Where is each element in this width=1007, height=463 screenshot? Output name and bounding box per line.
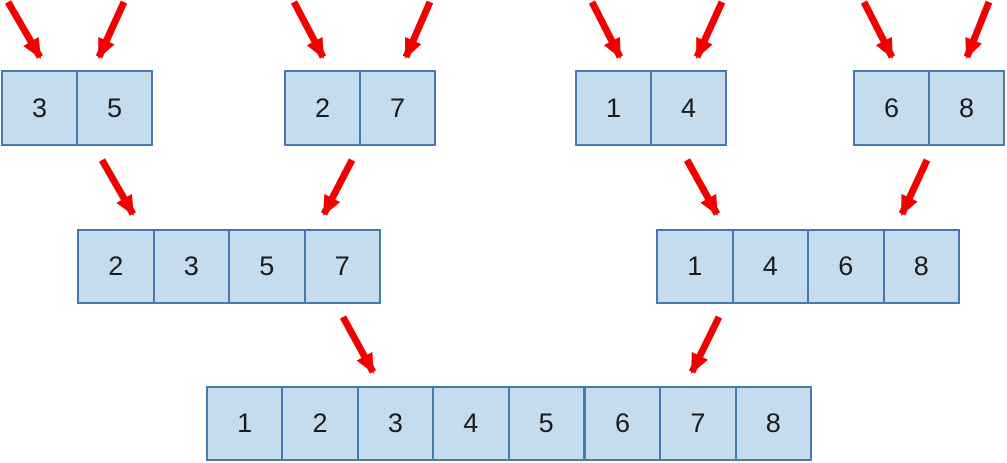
array-cell: 4 bbox=[432, 386, 510, 461]
array-cell: 5 bbox=[507, 386, 585, 461]
array-cell: 6 bbox=[853, 70, 930, 146]
input-arrow-icon bbox=[588, 0, 624, 59]
array-cell: 1 bbox=[206, 386, 284, 461]
input-arrow-icon bbox=[860, 0, 896, 59]
array-cell: 8 bbox=[882, 229, 960, 304]
middle-group-left: 2 3 5 7 bbox=[77, 229, 381, 304]
input-arrow-icon bbox=[693, 0, 726, 59]
top-pair-3: 1 4 bbox=[575, 70, 727, 146]
input-arrow-icon bbox=[963, 0, 993, 59]
input-arrow-icon bbox=[402, 0, 434, 59]
array-cell: 2 bbox=[281, 386, 359, 461]
top-pair-4: 6 8 bbox=[853, 70, 1005, 146]
array-cell: 5 bbox=[228, 229, 306, 304]
merge-arrow-icon bbox=[898, 158, 931, 216]
input-arrow-icon bbox=[290, 0, 327, 59]
input-arrow-icon bbox=[95, 0, 128, 59]
array-cell: 6 bbox=[807, 229, 885, 304]
merge-arrow-icon bbox=[98, 158, 137, 216]
top-pair-1: 3 5 bbox=[1, 70, 153, 146]
array-cell: 5 bbox=[76, 70, 153, 146]
merge-arrow-icon bbox=[683, 158, 721, 216]
array-cell: 8 bbox=[734, 386, 812, 461]
array-cell: 3 bbox=[356, 386, 435, 461]
array-cell: 1 bbox=[656, 229, 734, 304]
array-cell: 7 bbox=[359, 70, 436, 146]
array-cell: 4 bbox=[731, 229, 809, 304]
array-cell: 8 bbox=[928, 70, 1005, 146]
array-cell: 7 bbox=[303, 229, 381, 304]
array-cell: 2 bbox=[284, 70, 361, 146]
array-cell: 3 bbox=[152, 229, 230, 304]
input-arrow-icon bbox=[4, 0, 44, 59]
array-cell: 6 bbox=[583, 386, 662, 461]
middle-group-right: 1 4 6 8 bbox=[656, 229, 960, 304]
array-cell: 1 bbox=[575, 70, 652, 146]
array-cell: 4 bbox=[650, 70, 727, 146]
array-cell: 2 bbox=[77, 229, 155, 304]
array-cell: 3 bbox=[1, 70, 78, 146]
final-merge-arrow-icon bbox=[339, 315, 377, 374]
final-merge-arrow-icon bbox=[688, 315, 723, 374]
merge-arrow-icon bbox=[320, 158, 356, 216]
array-cell: 7 bbox=[659, 386, 737, 461]
bottom-merged-row: 1 2 3 4 5 6 7 8 bbox=[206, 386, 812, 461]
top-pair-2: 2 7 bbox=[284, 70, 436, 146]
